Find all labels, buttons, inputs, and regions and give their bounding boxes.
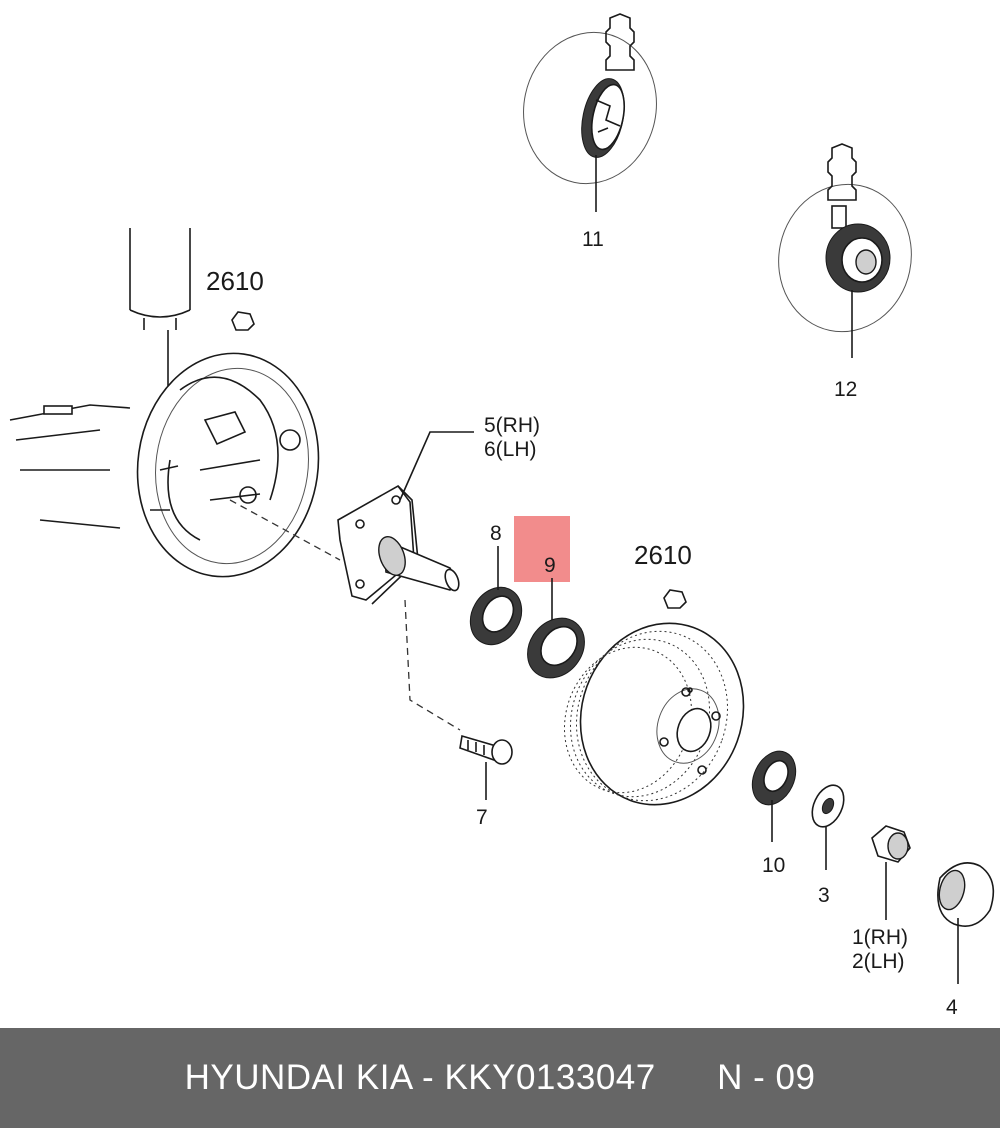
part-label-10: 10 — [762, 854, 785, 877]
part-3-washer-drawing — [811, 784, 845, 870]
ref-label-2610-drum: 2610 — [634, 540, 692, 570]
footer-brand: HYUNDAI — [184, 1058, 346, 1097]
part-1-2-nut-drawing — [871, 825, 911, 920]
footer-gap — [656, 1058, 717, 1098]
part-label-7: 7 — [476, 806, 488, 829]
part-7-bolt-drawing — [459, 734, 513, 800]
part-label-5: 5(RH) — [484, 414, 540, 437]
part-label-8: 8 — [490, 522, 502, 545]
ref-pointer-2610-drum — [663, 589, 687, 609]
part-label-6: 6(LH) — [484, 438, 537, 461]
ref-pointer-2610-brake — [231, 311, 255, 331]
footer-separator: KIA - — [345, 1058, 445, 1097]
part-4-cap-drawing — [937, 862, 995, 984]
part-label-11: 11 — [582, 228, 604, 251]
part-9-bearing-drawing — [527, 578, 585, 679]
parts-diagram: 11 12 2610 — [9, 13, 995, 1019]
footer-bar: HYUNDAI KIA - KKY0133047 N - 09 — [0, 1028, 1000, 1128]
footer-part-number: KKY0133047 — [444, 1058, 656, 1097]
brake-drum-drawing — [563, 622, 745, 806]
part-9-highlight — [514, 516, 570, 582]
part-label-2: 2(LH) — [852, 950, 905, 973]
part-5-6-spindle-drawing — [337, 484, 460, 605]
part-label-1: 1(RH) — [852, 926, 908, 949]
footer-position-code: N - 09 — [717, 1058, 816, 1097]
part-8-seal-drawing — [469, 546, 523, 646]
part-label-3: 3 — [818, 884, 830, 907]
ref-label-2610-brake: 2610 — [206, 266, 264, 296]
part-11-mount-drawing — [523, 13, 657, 212]
part-10-bearing-drawing — [751, 750, 797, 842]
part-label-4: 4 — [946, 996, 958, 1019]
part-label-9: 9 — [544, 554, 556, 577]
part-label-12: 12 — [834, 378, 857, 401]
brake-backing-plate-drawing — [9, 228, 320, 578]
part-12-mount-drawing — [778, 143, 912, 358]
